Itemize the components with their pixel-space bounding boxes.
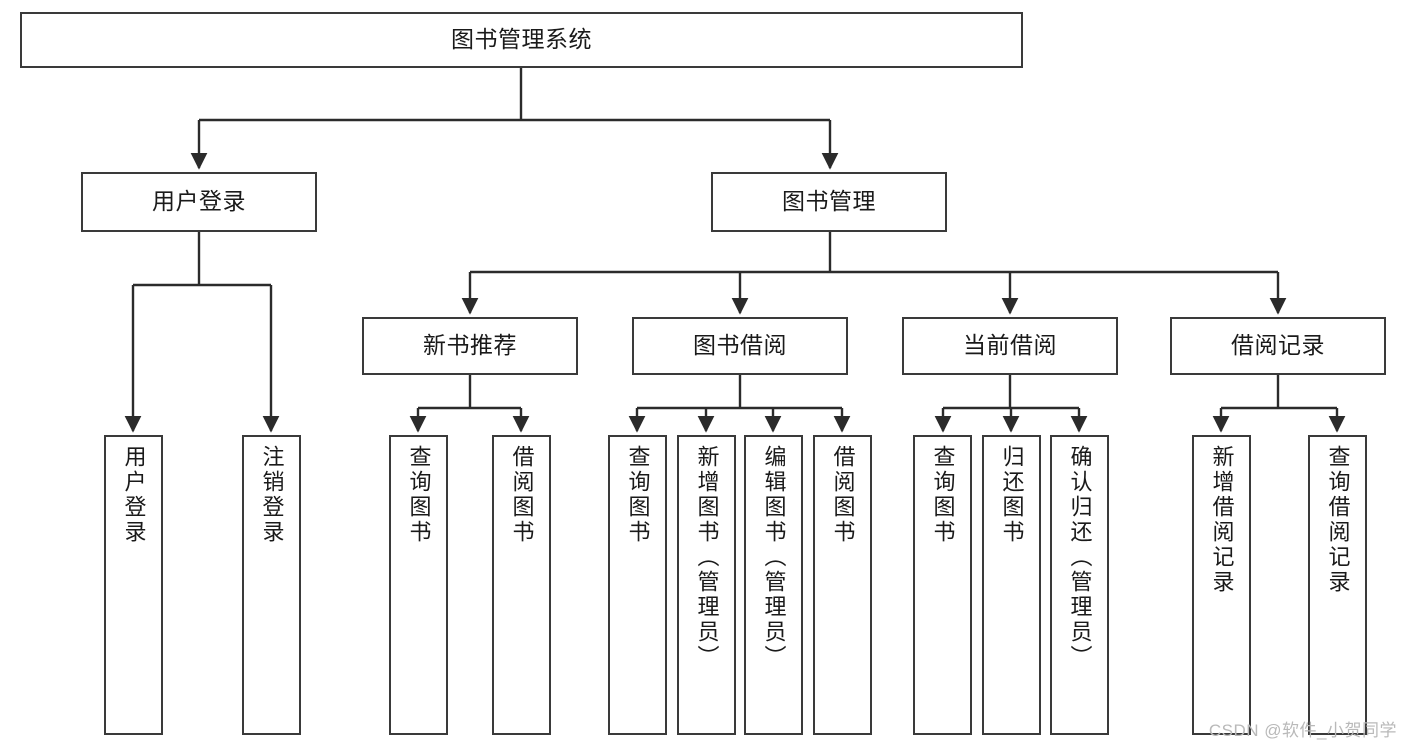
leaf-current-confirm-return-admin-label: 确认归还（管理员） <box>1067 445 1093 670</box>
node-current-borrow-label: 当前借阅 <box>963 332 1057 359</box>
node-borrow-record[interactable]: 借阅记录 <box>1170 317 1386 375</box>
leaf-user-login-login-label: 用户登录 <box>121 445 147 545</box>
leaf-borrow-add-book-admin[interactable]: 新增图书（管理员） <box>677 435 736 735</box>
node-user-login-label: 用户登录 <box>152 188 246 215</box>
leaf-record-add-record[interactable]: 新增借阅记录 <box>1192 435 1251 735</box>
leaf-record-add-record-label: 新增借阅记录 <box>1209 445 1235 595</box>
csdn-watermark: CSDN @软件_小贺同学 <box>1208 721 1397 740</box>
node-new-book-recommend-label: 新书推荐 <box>423 332 517 359</box>
node-book-management-label: 图书管理 <box>782 188 876 215</box>
leaf-new-book-query[interactable]: 查询图书 <box>389 435 448 735</box>
leaf-current-query-book-label: 查询图书 <box>930 445 956 545</box>
leaf-record-query-record-label: 查询借阅记录 <box>1325 445 1351 595</box>
leaf-current-return-book[interactable]: 归还图书 <box>982 435 1041 735</box>
leaf-borrow-edit-book-admin[interactable]: 编辑图书（管理员） <box>744 435 803 735</box>
leaf-user-login-logout-label: 注销登录 <box>259 445 285 545</box>
node-borrow-record-label: 借阅记录 <box>1231 332 1325 359</box>
leaf-borrow-add-book-admin-label: 新增图书（管理员） <box>694 445 720 670</box>
leaf-current-confirm-return-admin[interactable]: 确认归还（管理员） <box>1050 435 1109 735</box>
leaf-borrow-query-book-label: 查询图书 <box>625 445 651 545</box>
node-book-borrow-label: 图书借阅 <box>693 332 787 359</box>
node-user-login[interactable]: 用户登录 <box>81 172 317 232</box>
leaf-current-return-book-label: 归还图书 <box>999 445 1025 545</box>
leaf-borrow-borrow-book[interactable]: 借阅图书 <box>813 435 872 735</box>
leaf-borrow-borrow-book-label: 借阅图书 <box>830 445 856 545</box>
leaf-new-book-query-label: 查询图书 <box>406 445 432 545</box>
node-current-borrow[interactable]: 当前借阅 <box>902 317 1118 375</box>
node-root-label: 图书管理系统 <box>451 26 592 53</box>
node-book-borrow[interactable]: 图书借阅 <box>632 317 848 375</box>
node-book-management[interactable]: 图书管理 <box>711 172 947 232</box>
leaf-user-login-logout[interactable]: 注销登录 <box>242 435 301 735</box>
leaf-current-query-book[interactable]: 查询图书 <box>913 435 972 735</box>
leaf-new-book-borrow-label: 借阅图书 <box>509 445 535 545</box>
node-root-book-management-system[interactable]: 图书管理系统 <box>20 12 1023 68</box>
leaf-new-book-borrow[interactable]: 借阅图书 <box>492 435 551 735</box>
leaf-user-login-login[interactable]: 用户登录 <box>104 435 163 735</box>
leaf-borrow-query-book[interactable]: 查询图书 <box>608 435 667 735</box>
node-new-book-recommend[interactable]: 新书推荐 <box>362 317 578 375</box>
leaf-borrow-edit-book-admin-label: 编辑图书（管理员） <box>761 445 787 670</box>
leaf-record-query-record[interactable]: 查询借阅记录 <box>1308 435 1367 735</box>
